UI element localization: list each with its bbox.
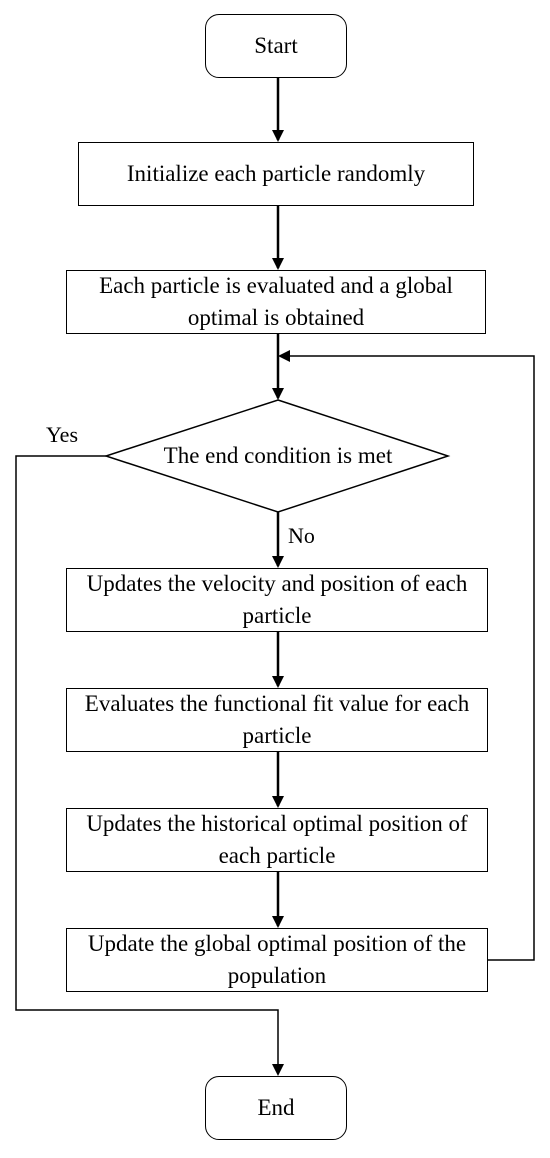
end-label: End [257, 1095, 295, 1120]
end-terminal: End [205, 1076, 347, 1140]
step-update-historical-label: Updates the historical optimal position … [86, 811, 468, 868]
decision-label: The end condition is met [130, 440, 426, 472]
branch-yes-label: Yes [46, 422, 79, 447]
step-evaluate-global: Each particle is evaluated and a global … [66, 270, 486, 334]
arrow-loop-back-to-decision [278, 350, 535, 961]
step-update-global-label: Update the global optimal position of th… [87, 931, 467, 988]
step-evaluate-fit: Evaluates the functional fit value for e… [66, 688, 488, 752]
arrow-decision-yes-to-end [15, 455, 284, 1076]
step-update-historical: Updates the historical optimal position … [66, 808, 488, 872]
step-initialize-label: Initialize each particle randomly [126, 161, 426, 186]
step-update-velocity: Updates the velocity and position of eac… [66, 568, 488, 632]
start-label: Start [254, 33, 298, 58]
step-update-velocity-label: Updates the velocity and position of eac… [86, 571, 468, 628]
start-terminal: Start [205, 14, 347, 78]
decision-text: The end condition is met [163, 443, 393, 468]
step-evaluate-fit-label: Evaluates the functional fit value for e… [84, 691, 470, 748]
step-initialize: Initialize each particle randomly [78, 142, 474, 206]
step-evaluate-global-label: Each particle is evaluated and a global … [99, 273, 453, 330]
branch-no-label: No [288, 523, 315, 548]
step-update-global: Update the global optimal position of th… [66, 928, 488, 992]
